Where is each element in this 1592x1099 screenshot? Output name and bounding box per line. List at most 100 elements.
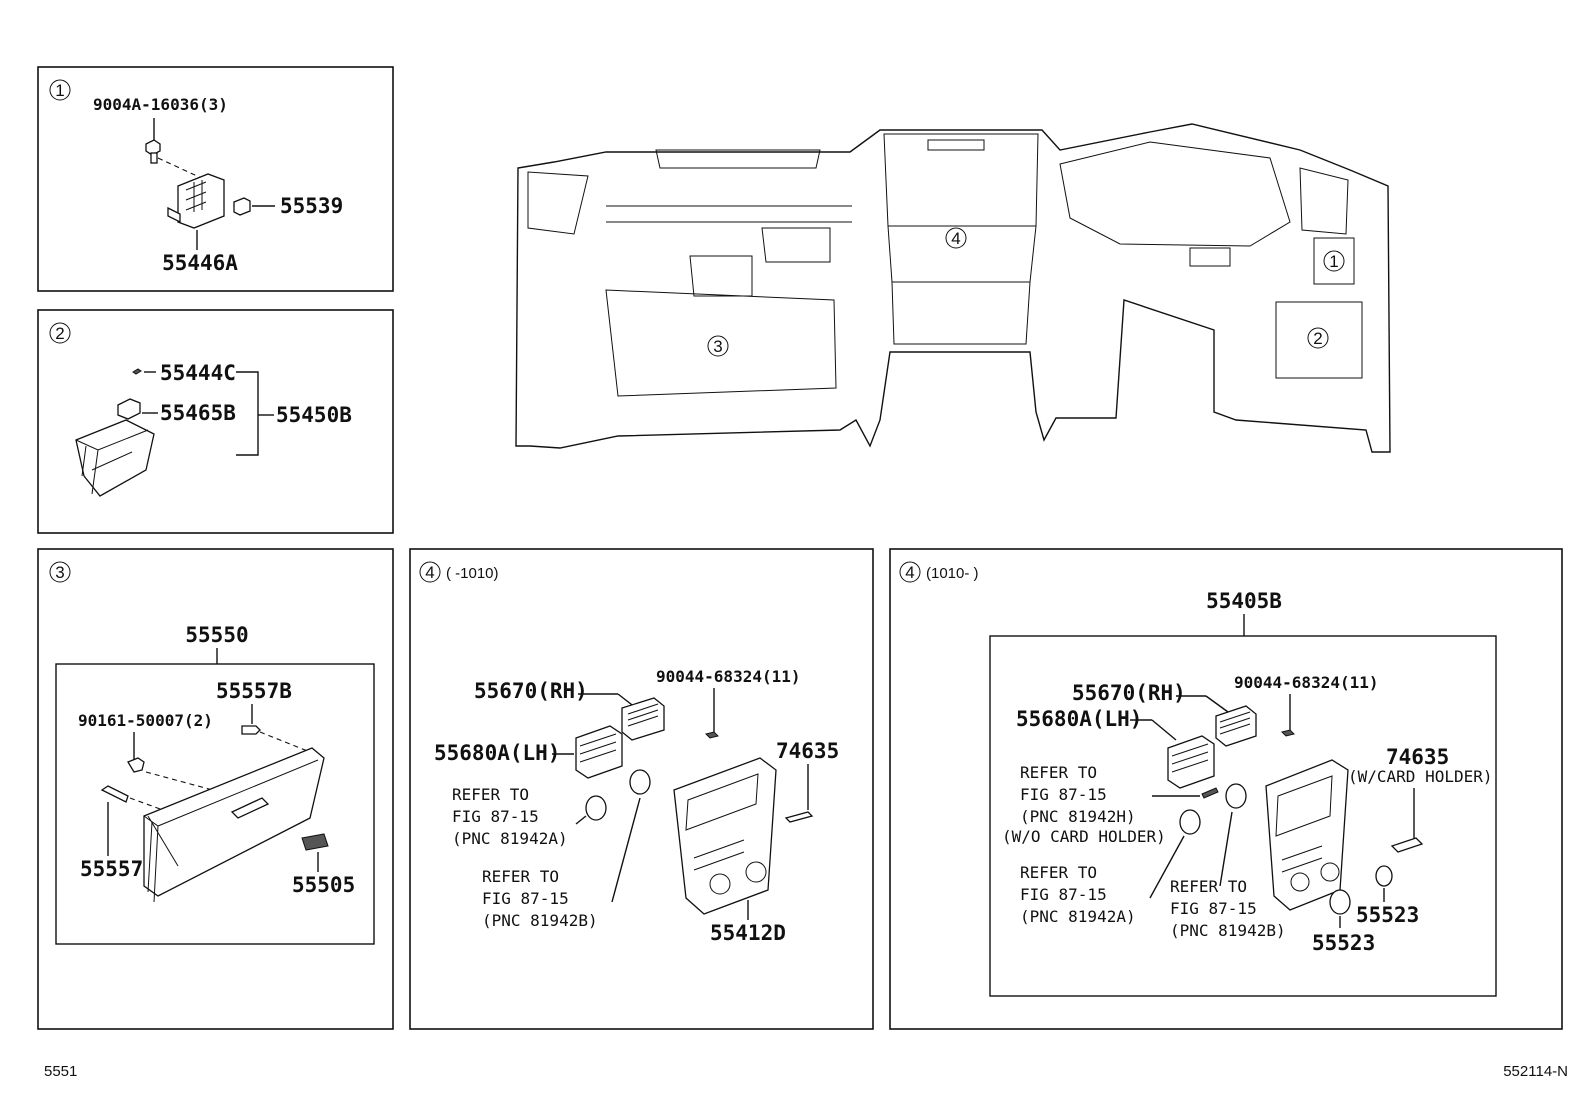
panel-4a-frame (409, 548, 874, 1030)
panel-4b-marker-circle (899, 561, 921, 583)
label-w-card-holder: (W/CARD HOLDER) (1348, 767, 1493, 786)
dash-marker-2: 2 (1313, 329, 1322, 348)
panel-3: 3 55550 55557B 90161-50007(2) 55557A 555… (37, 548, 394, 1030)
ring-55523-right (1375, 865, 1393, 887)
dashboard-silhouette (515, 123, 1391, 453)
ref-b2-line3: (PNC 81942B) (1170, 921, 1286, 940)
dash-marker-3-circle (707, 335, 729, 357)
glove-box-area (605, 289, 837, 397)
panel-1-frame (37, 66, 394, 292)
ref-b2-line2: FIG 87-15 (1170, 899, 1257, 918)
panel-2-marker-circle (49, 322, 71, 344)
vent-rh-b-part (1215, 705, 1257, 747)
label-55523-left: 55523 (1312, 931, 1375, 955)
dash-marker-2-circle (1307, 327, 1329, 349)
clip-55444c-part (132, 368, 142, 375)
dash-marker-3: 3 (713, 337, 722, 356)
panel-4a: 4 ( -1010) 55670(RH) 55680A(LH) 90044-68… (409, 548, 874, 1030)
hinge-55465b-part (117, 398, 141, 420)
stopper-part (241, 725, 261, 735)
panel-3-marker-circle (49, 561, 71, 583)
panel-4b: 4 (1010- ) 55405B 55670(RH) 55680A(LH) 9… (889, 548, 1563, 1030)
panel-1-marker-circle (49, 79, 71, 101)
ref-b-line1: REFER TO (482, 867, 559, 886)
dash-marker-4-circle (945, 227, 967, 249)
ref-b-line2: FIG 87-15 (482, 889, 569, 908)
panel-2-marker: 2 (55, 324, 64, 343)
ring-a-81942b (629, 769, 651, 795)
ring-55523-left (1329, 889, 1351, 915)
label-55465b: 55465B (160, 401, 236, 425)
label-55680a-lh-b: 55680A(LH) (1016, 707, 1142, 731)
meter-hood (1059, 141, 1291, 247)
area-1-box (1313, 237, 1355, 285)
center-stack-area (883, 133, 1039, 345)
panel-3-marker: 3 (55, 563, 64, 582)
panel-4a-range: ( -1010) (446, 565, 499, 582)
label-55446a: 55446A (162, 251, 238, 275)
label-55450b: 55450B (276, 403, 352, 427)
dash-marker-1-circle (1323, 250, 1345, 272)
area-2-box (1275, 301, 1363, 379)
ref-a-line2: FIG 87-15 (452, 807, 539, 826)
panel-4a-marker: 4 (425, 563, 434, 582)
panel-3-frame (37, 548, 394, 1030)
center-panel-a-part (673, 757, 777, 915)
ref-h-line2: FIG 87-15 (1020, 785, 1107, 804)
screw-part (127, 757, 145, 773)
ref-a-line3: (PNC 81942A) (452, 829, 568, 848)
dash-marker-4: 4 (951, 229, 960, 248)
ring-b-81942a (1179, 809, 1201, 835)
label-55405b: 55405B (1206, 589, 1282, 613)
clip-74635-b-part (1390, 837, 1424, 853)
vent-rh-a-part (621, 697, 665, 741)
ref-a2-line2: FIG 87-15 (1020, 885, 1107, 904)
dash-marker-1: 1 (1329, 252, 1338, 271)
screw-a-part (705, 731, 719, 739)
glove-box-part (75, 419, 155, 497)
strip-81942h-part (1201, 787, 1219, 799)
panel-2: 2 55444C 55465B 55450B (37, 309, 394, 534)
label-55680a-lh-a: 55680A(LH) (434, 741, 560, 765)
screw-b-part (1281, 729, 1295, 737)
label-55444c: 55444C (160, 361, 236, 385)
label-90161-50007: 90161-50007(2) (78, 711, 213, 730)
ref-b2-line1: REFER TO (1170, 877, 1247, 896)
ref-b-line3: (PNC 81942B) (482, 911, 598, 930)
ref-h-line4: (W/O CARD HOLDER) (1002, 827, 1166, 846)
panel-4b-range: (1010- ) (926, 565, 979, 582)
panel-4a-marker-circle (419, 561, 441, 583)
footer-left-code: 5551 (44, 1063, 77, 1080)
label-55670-rh-a: 55670(RH) (474, 679, 588, 703)
center-cluster-assy-frame (989, 635, 1497, 997)
label-55505: 55505 (292, 873, 355, 897)
ref-h-line3: (PNC 81942H) (1020, 807, 1136, 826)
group-bracket (236, 371, 259, 456)
damper-part (100, 785, 129, 803)
panel-4b-marker: 4 (905, 563, 914, 582)
label-74635-a: 74635 (776, 739, 839, 763)
panel-1-marker: 1 (55, 81, 64, 100)
footer-right-code: 552114-N (1503, 1063, 1568, 1080)
dashboard-overview: 3 4 1 2 (515, 123, 1391, 453)
label-55550: 55550 (185, 623, 248, 647)
panel-1: 1 9004A-16036(3) 55446A 55539 (37, 66, 394, 292)
ring-b-81942b (1225, 783, 1247, 809)
ref-a2-line3: (PNC 81942A) (1020, 907, 1136, 926)
label-55412d: 55412D (710, 921, 786, 945)
center-panel-b-part (1265, 759, 1349, 911)
latch-part (301, 833, 329, 851)
glove-box-assy-frame (55, 663, 375, 945)
clip-55539-part (233, 197, 251, 216)
glove-door-part (143, 747, 325, 903)
vent-lh-b-part (1167, 735, 1215, 789)
clip-74635-a-part (784, 811, 814, 823)
bolt-part (145, 118, 161, 164)
label-55557b: 55557B (216, 679, 292, 703)
bracket-part (167, 173, 225, 229)
ref-h-line1: REFER TO (1020, 763, 1097, 782)
label-55539: 55539 (280, 194, 343, 218)
label-55523-right: 55523 (1356, 903, 1419, 927)
label-55670-rh-b: 55670(RH) (1072, 681, 1186, 705)
